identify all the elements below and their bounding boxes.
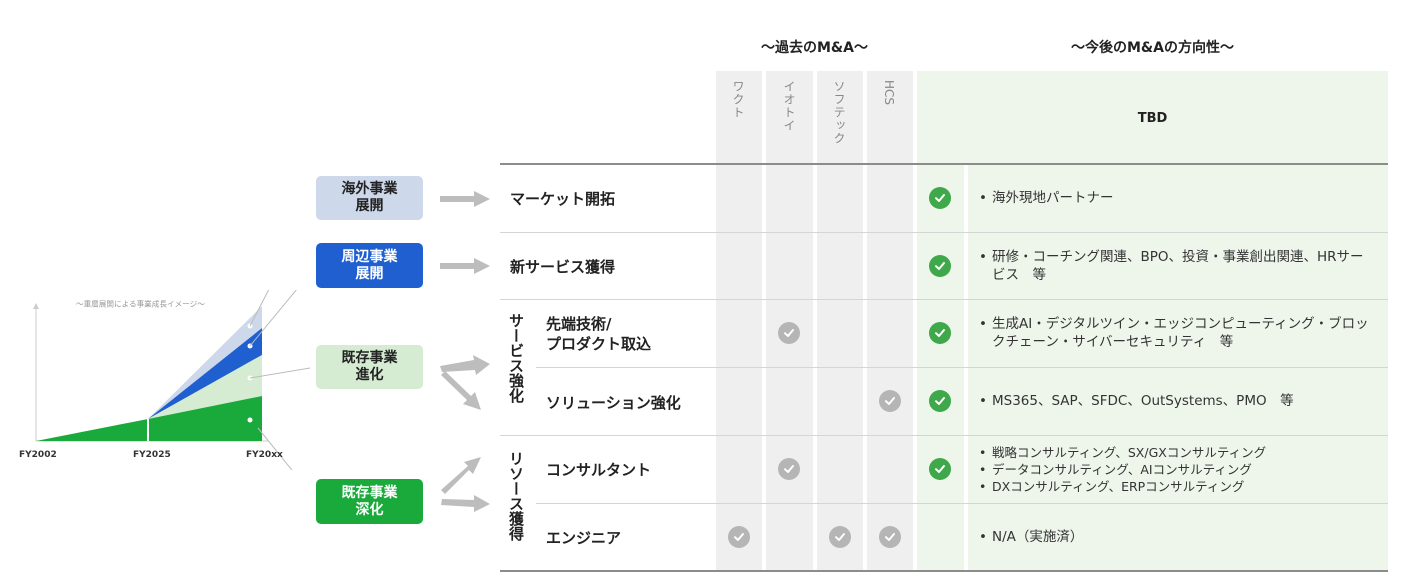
tick-fy2025: FY2025 (133, 450, 171, 460)
note-item: 海外現地パートナー (979, 189, 1371, 207)
arrow-evolution-up (440, 355, 490, 375)
check-icon-tbd-row4 (929, 390, 951, 412)
row-label-engineer: エンジニア (546, 529, 622, 547)
check-icon-hcs-row6 (879, 526, 901, 548)
past-ma-title: 〜過去のM&A〜 (761, 40, 868, 56)
row-label-solution: ソリューション強化 (546, 394, 681, 412)
row-line-3 (536, 367, 1388, 368)
table-bottom-line (500, 570, 1388, 572)
tick-fy2002: FY2002 (19, 450, 57, 460)
row-label-tech: 先端技術/ プロダクト取込 (546, 315, 652, 353)
notes-list: 海外現地パートナー (979, 189, 1371, 207)
layer-evolution (148, 355, 262, 419)
row-line-1 (500, 232, 1388, 233)
notes-list: 戦略コンサルティング、SX/GXコンサルティングデータコンサルティング、AIコン… (979, 444, 1371, 495)
row-label-new-service: 新サービス獲得 (510, 258, 616, 276)
tbd-header-bg (917, 71, 1388, 164)
arrow-peripheral (440, 258, 490, 274)
check-icon-tbd-row3 (929, 322, 951, 344)
group-label-service: サービス強化 (507, 313, 525, 403)
dot-deepening (247, 417, 253, 423)
note-item: DXコンサルティング、ERPコンサルティング (979, 478, 1371, 495)
notes-row6: N/A（実施済） (979, 528, 1371, 546)
row-line-4 (500, 435, 1388, 436)
category-overseas: 海外事業 展開 (316, 176, 423, 220)
layer-deepening (36, 396, 262, 441)
row-line-2 (500, 299, 1388, 300)
col-header-wakuto: ワクト (731, 80, 745, 119)
arrow-overseas (440, 191, 490, 207)
col-bg-wakuto (716, 71, 762, 571)
chart-y-axis-arrow (33, 303, 39, 309)
connector-overseas (249, 290, 270, 327)
notes-row5: 戦略コンサルティング、SX/GXコンサルティングデータコンサルティング、AIコン… (979, 444, 1371, 495)
header-bottom-line (500, 163, 1388, 165)
col-bg-iotoi (766, 71, 813, 571)
row-label-consultant: コンサルタント (546, 461, 652, 479)
arrow-deepening-up (441, 457, 481, 494)
check-icon-softec-row6 (829, 526, 851, 548)
check-icon-wakuto-row6 (728, 526, 750, 548)
layer-peripheral (148, 328, 262, 419)
note-item: データコンサルティング、AIコンサルティング (979, 461, 1371, 478)
notes-list: 生成AI・デジタルツイン・エッジコンピューティング・ブロックチェーン・サイバーセ… (979, 315, 1371, 351)
arrow-deepening-right (441, 495, 490, 512)
mini-chart-title: 〜重層展開による事業成長イメージ〜 (76, 299, 205, 309)
notes-row2: 研修・コーチング関連、BPO、投資・事業創出関連、HRサービス 等 (979, 248, 1371, 284)
category-evolution: 既存事業 進化 (316, 345, 423, 389)
col-header-iotoi: イオトイ (782, 80, 796, 132)
notes-list: N/A（実施済） (979, 528, 1371, 546)
notes-list: MS365、SAP、SFDC、OutSystems、PMO 等 (979, 392, 1371, 410)
note-item: N/A（実施済） (979, 528, 1371, 546)
col-header-softec: ソフテック (832, 80, 846, 145)
category-peripheral: 周辺事業 展開 (316, 243, 423, 288)
note-item: 戦略コンサルティング、SX/GXコンサルティング (979, 444, 1371, 461)
flow-arrows (440, 191, 490, 512)
tick-fy20xx: FY20xx (246, 450, 283, 460)
row-line-5 (536, 503, 1388, 504)
arrow-evolution-down (441, 371, 481, 410)
notes-row4: MS365、SAP、SFDC、OutSystems、PMO 等 (979, 392, 1371, 410)
check-icon-iotoi-row5 (778, 458, 800, 480)
future-ma-title: 〜今後のM&Aの方向性〜 (1071, 40, 1234, 56)
note-item: 研修・コーチング関連、BPO、投資・事業創出関連、HRサービス 等 (979, 248, 1371, 284)
check-icon-tbd-row1 (929, 187, 951, 209)
check-icon-hcs-row4 (879, 390, 901, 412)
note-item: MS365、SAP、SFDC、OutSystems、PMO 等 (979, 392, 1371, 410)
check-icon-tbd-row5 (929, 458, 951, 480)
growth-image-chart (33, 290, 310, 470)
col-bg-hcs (867, 71, 913, 571)
connector-deepening (257, 427, 293, 470)
notes-row1: 海外現地パートナー (979, 189, 1371, 207)
connector-evolution (249, 367, 310, 379)
notes-row3: 生成AI・デジタルツイン・エッジコンピューティング・ブロックチェーン・サイバーセ… (979, 315, 1371, 351)
category-deepening: 既存事業 深化 (316, 479, 423, 524)
connector-peripheral (249, 290, 297, 347)
check-icon-iotoi-row3 (778, 322, 800, 344)
group-label-resource: リソース獲得 (507, 451, 525, 541)
note-item: 生成AI・デジタルツイン・エッジコンピューティング・ブロックチェーン・サイバーセ… (979, 315, 1371, 351)
col-bg-softec (817, 71, 863, 571)
col-header-tbd: TBD (1137, 111, 1168, 126)
row-label-market: マーケット開拓 (510, 190, 616, 208)
layer-overseas (148, 306, 262, 419)
notes-list: 研修・コーチング関連、BPO、投資・事業創出関連、HRサービス 等 (979, 248, 1371, 284)
col-header-hcs: HCS (882, 80, 896, 106)
check-icon-tbd-row2 (929, 255, 951, 277)
